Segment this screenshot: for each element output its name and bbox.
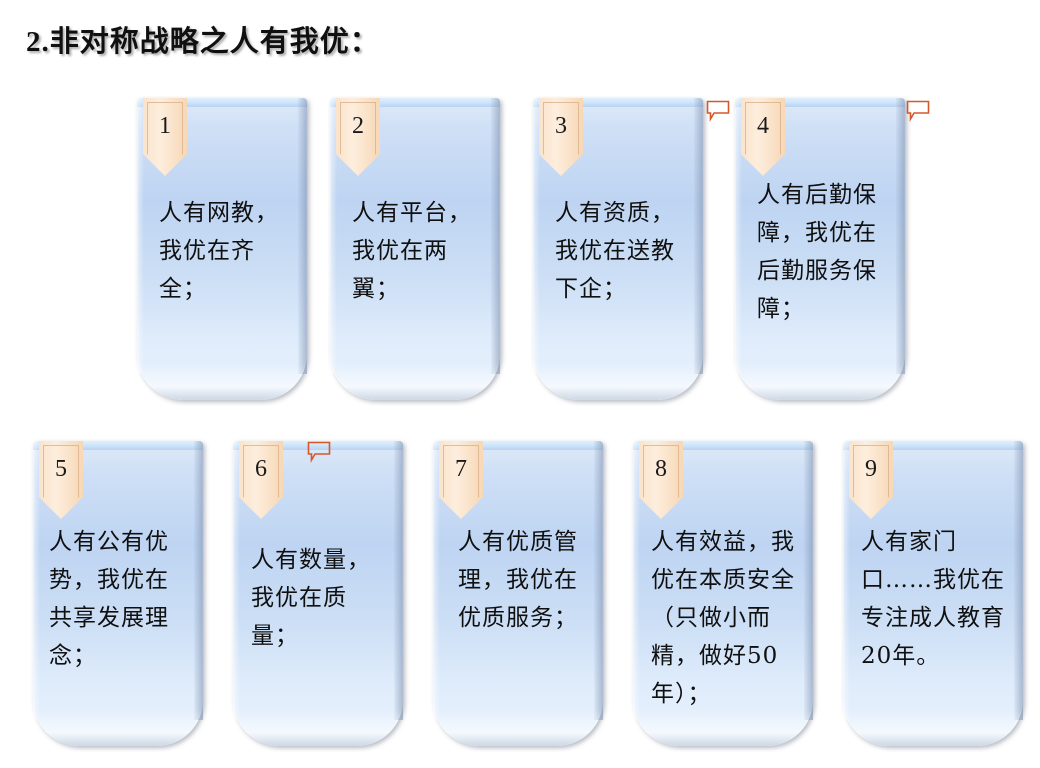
card-text: 人有效益，我优在本质安全（只做小而精，做好50年）； [651,529,795,707]
card-side-bevel [594,441,603,720]
card-left-gloss [433,441,440,720]
card-number-ribbon: 5 [39,441,83,519]
page-title: 2.非对称战略之人有我优： [26,26,380,58]
card-left-gloss [735,98,742,374]
speech-bubble-icon [307,441,331,463]
card-number-label: 1 [159,113,171,139]
card-7[interactable]: 7 人有优质管理，我优在优质服务； [433,441,603,746]
comment-marker-icon[interactable] [906,100,930,122]
card-number-label: 9 [865,456,877,482]
card-number-label: 2 [352,113,364,139]
card-text: 人有公有优势，我优在共享发展理念； [49,529,169,669]
card-number-ribbon: 9 [849,441,893,519]
card-5[interactable]: 5 人有公有优势，我优在共享发展理念； [33,441,203,746]
card-number-ribbon: 2 [336,98,380,176]
card-left-gloss [330,98,337,374]
card-number-label: 6 [255,456,267,482]
card-bottom-rim [233,686,403,746]
card-bottom-rim [33,686,203,746]
card-number-label: 4 [757,113,769,139]
card-left-gloss [233,441,240,720]
card-side-bevel [491,98,500,374]
card-left-gloss [633,441,640,720]
card-text: 人有后勤保障，我优在后勤服务保障； [757,182,877,322]
card-number-ribbon: 7 [439,441,483,519]
card-6[interactable]: 6 人有数量，我优在质量； [233,441,403,746]
card-number-label: 3 [555,113,567,139]
card-left-gloss [533,98,540,374]
card-text: 人有家门口……我优在专注成人教育20年。 [861,529,1005,669]
speech-bubble-icon [906,100,930,122]
card-number-label: 5 [55,456,67,482]
card-bottom-rim [533,340,703,400]
card-text: 人有数量，我优在质量； [251,547,371,649]
card-number-ribbon: 8 [639,441,683,519]
card-text: 人有资质，我优在送教下企； [555,200,675,302]
comment-marker-icon[interactable] [706,100,730,122]
card-4[interactable]: 4 人有后勤保障，我优在后勤服务保障； [735,98,905,400]
card-left-gloss [33,441,40,720]
card-text: 人有网教，我优在齐全； [159,200,279,302]
card-left-gloss [843,441,850,720]
card-3[interactable]: 3 人有资质，我优在送教下企； [533,98,703,400]
card-side-bevel [298,98,307,374]
card-bottom-rim [330,340,500,400]
speech-bubble-icon [706,100,730,122]
card-number-ribbon: 3 [539,98,583,176]
card-bottom-rim [137,340,307,400]
card-number-label: 8 [655,456,667,482]
card-2[interactable]: 2 人有平台，我优在两翼； [330,98,500,400]
card-text: 人有平台，我优在两翼； [352,200,472,302]
card-9[interactable]: 9 人有家门口……我优在专注成人教育20年。 [843,441,1023,746]
card-side-bevel [804,441,813,720]
card-bottom-rim [735,340,905,400]
card-side-bevel [896,98,905,374]
card-number-ribbon: 6 [239,441,283,519]
card-side-bevel [194,441,203,720]
card-side-bevel [694,98,703,374]
comment-marker-icon[interactable] [307,441,331,463]
card-side-bevel [394,441,403,720]
card-1[interactable]: 1 人有网教，我优在齐全； [137,98,307,400]
card-left-gloss [137,98,144,374]
card-number-ribbon: 4 [741,98,785,176]
card-bottom-rim [433,686,603,746]
card-number-ribbon: 1 [143,98,187,176]
card-side-bevel [1014,441,1023,720]
card-number-label: 7 [455,456,467,482]
card-bottom-rim [843,686,1023,746]
card-8[interactable]: 8 人有效益，我优在本质安全（只做小而精，做好50年）； [633,441,813,746]
card-text: 人有优质管理，我优在优质服务； [458,529,578,631]
